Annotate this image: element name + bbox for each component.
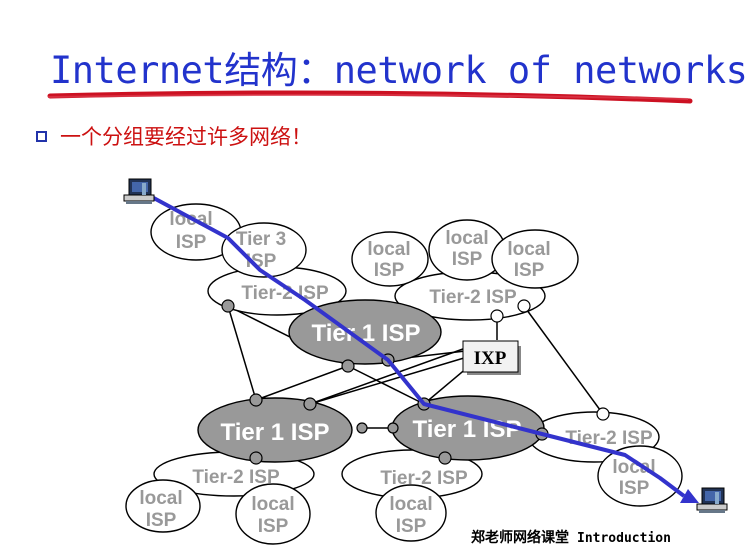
bullet-square-icon [36, 130, 47, 142]
label-tier2-right: Tier-2 ISP [565, 428, 653, 449]
cloud-local-bl-2 [235, 483, 311, 545]
label-tier2-top-right: Tier-2 ISP [429, 287, 517, 308]
label-tier1-right: Tier 1 ISP [413, 416, 522, 443]
label-local-right-a: local [612, 457, 655, 478]
ixp-box [462, 340, 519, 373]
cloud-local-bm [375, 484, 447, 542]
cloud-local-right [597, 445, 683, 507]
footer-en: Introduction [577, 531, 671, 546]
label-local-bl-2-b: ISP [258, 516, 289, 537]
cloud-local-bl-1 [125, 479, 201, 533]
label-local-right-b: ISP [619, 478, 650, 499]
label-local-2-b: ISP [374, 260, 405, 281]
label-local-2-a: local [367, 239, 410, 260]
packet-path-arrowhead [680, 489, 699, 503]
footer: 郑老师网络课堂 Introduction [471, 527, 671, 547]
cloud-tier3 [221, 222, 307, 278]
destination-host-icon [696, 487, 728, 513]
cloud-local-4 [491, 229, 579, 289]
label-local-3-b: ISP [452, 249, 483, 270]
label-local-bl-1-b: ISP [146, 510, 177, 531]
cloud-local-2 [351, 231, 429, 287]
footer-cn: 郑老师网络课堂 [471, 530, 569, 546]
packet-path [149, 194, 686, 498]
label-local-3-a: local [445, 228, 488, 249]
label-local-bm-b: ISP [396, 516, 427, 537]
label-tier3-a: Tier 3 [236, 229, 286, 250]
label-local-bm-a: local [389, 494, 432, 515]
label-local-bl-1-a: local [139, 488, 182, 509]
label-local-4-b: ISP [514, 260, 545, 281]
page-title: Internet结构：network of networks [50, 49, 748, 92]
bullet-text: 一个分组要经过许多网络！ [60, 125, 312, 149]
label-local-1-b: ISP [176, 232, 207, 253]
label-tier2-top-left: Tier-2 ISP [241, 283, 329, 304]
label-tier2-bottom-mid: Tier-2 ISP [380, 468, 468, 489]
label-tier1-left: Tier 1 ISP [221, 419, 330, 446]
label-tier3-b: ISP [246, 251, 277, 272]
source-host-icon [123, 178, 155, 204]
bullet-item: 一个分组要经过许多网络！ [36, 121, 312, 151]
label-local-4-a: local [507, 239, 550, 260]
ixp-label: IXP [474, 348, 507, 369]
label-tier2-bottom-left: Tier-2 ISP [192, 467, 280, 488]
tier1-left-shape [197, 397, 353, 463]
label-local-bl-2-a: local [251, 494, 294, 515]
